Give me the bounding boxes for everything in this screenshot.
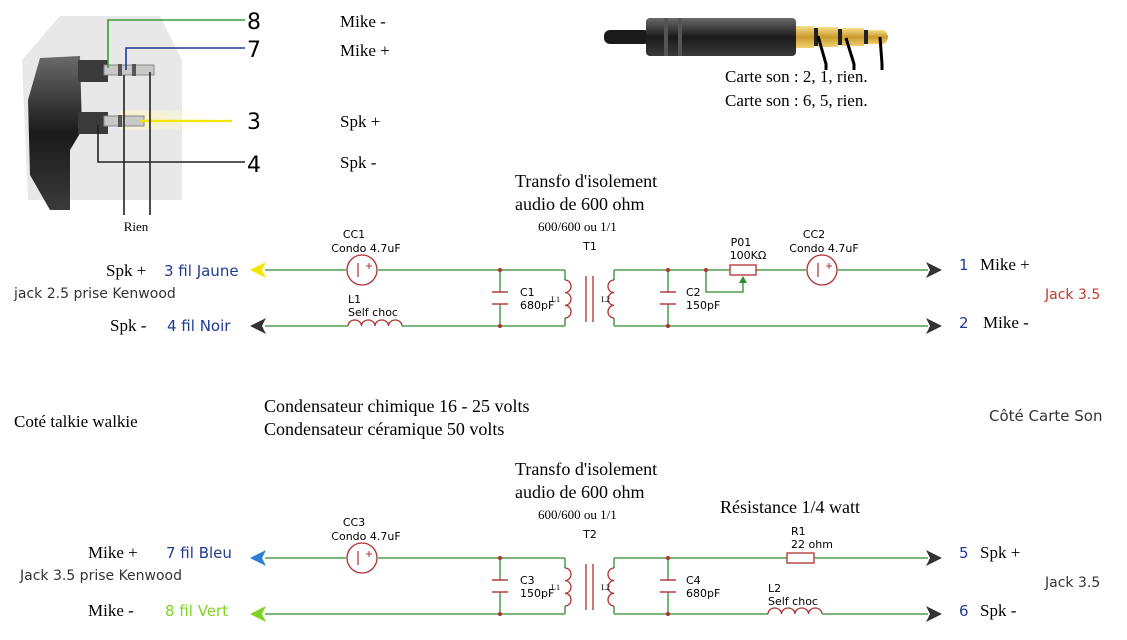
circuit1-cc-out-ref: CC2 — [803, 228, 825, 241]
circuit1-left-bottom-wire: 4 fil Noir — [167, 317, 231, 335]
pin-8-number: 8 — [247, 10, 261, 35]
note-electrolytic: Condensateur chimique 16 - 25 volts — [264, 396, 529, 416]
circuit2-c-out-value: 680pF — [686, 587, 720, 600]
circuit2-transformer-l2: L2 — [601, 583, 610, 592]
circuit2-transformer-ref: T2 — [582, 528, 597, 541]
circuit2-c-in-capacitor — [492, 579, 508, 593]
circuit1-junctions — [498, 268, 708, 328]
circuit2-left-top-arrow — [250, 550, 266, 566]
circuit1-c-out-ref: C2 — [686, 286, 701, 299]
pin-7-number: 7 — [247, 38, 261, 63]
circuit2-left-bottom-name: Mike - — [88, 601, 134, 620]
pin-unused-label: Rien — [124, 219, 149, 234]
circuit2-choke-value: Self choc — [768, 595, 818, 608]
circuit1-potentiometer — [729, 264, 757, 283]
circuit1-right-top-num: 1 — [959, 256, 969, 274]
circuit2-right-bottom-num: 6 — [959, 602, 969, 620]
circuit2-left-top-wire: 7 fil Bleu — [166, 544, 232, 562]
circuit2-title-line2: audio de 600 ohm — [515, 482, 644, 502]
circuit1-wires — [265, 269, 928, 327]
circuit2-wires — [265, 557, 928, 615]
note-ceramic: Condensateur céramique 50 volts — [264, 419, 504, 439]
circuit1-cc-out-value: Condo 4.7uF — [789, 242, 858, 255]
pin-8-label: Mike - — [340, 12, 386, 31]
circuit1-cc-capacitor — [346, 254, 378, 286]
circuit1-title-line2: audio de 600 ohm — [515, 194, 644, 214]
circuit1-right-bottom-num: 2 — [959, 314, 969, 332]
circuit2-transformer — [564, 564, 615, 610]
circuit1-choke-value: Self choc — [348, 306, 398, 319]
circuit2-c-out-ref: C4 — [686, 574, 701, 587]
circuit1-title-line1: Transfo d'isolement — [515, 171, 657, 191]
circuit1-left-bottom-arrow — [250, 318, 266, 334]
kenwood-plug-picture — [22, 16, 230, 210]
pin-4-number: 4 — [247, 153, 261, 178]
jack-mapping-line2: Carte son : 6, 5, rien. — [725, 91, 868, 110]
circuit1-choke-ref: L1 — [348, 293, 361, 306]
jack-mapping-line1: Carte son : 2, 1, rien. — [725, 67, 868, 86]
circuit1-cc-value: Condo 4.7uF — [331, 242, 400, 255]
circuit2-right-top-num: 5 — [959, 544, 969, 562]
jack-plug-picture — [604, 18, 888, 70]
circuit1-left-top-arrow — [250, 262, 266, 278]
circuit1-left-bottom-name: Spk - — [110, 316, 147, 335]
circuit1-left-connector: jack 2.5 prise Kenwood — [13, 286, 176, 302]
circuit1-c-out-capacitor — [660, 291, 676, 305]
circuit1-transformer-l2: L2 — [601, 295, 610, 304]
circuit1-c-in-value: 680pF — [520, 299, 554, 312]
circuit2-right-bottom-arrow — [926, 606, 942, 622]
circuit1-cc-out-capacitor — [806, 254, 838, 286]
circuit1-ratio: 600/600 ou 1/1 — [538, 219, 617, 234]
circuit2-right-top-arrow — [926, 550, 942, 566]
pin-3-label: Spk + — [340, 112, 380, 131]
circuit1-left-top-wire: 3 fil Jaune — [164, 262, 239, 280]
circuit2-right-connector: Jack 3.5 — [1044, 575, 1100, 591]
circuit2-right-bottom-name: Spk - — [980, 601, 1017, 620]
circuit2-choke-ref: L2 — [768, 582, 781, 595]
circuit2-cc-value: Condo 4.7uF — [331, 530, 400, 543]
circuit1-left-top-name: Spk + — [106, 261, 146, 280]
circuit2-c-out-capacitor — [660, 579, 676, 593]
circuit1-transformer — [564, 276, 615, 322]
circuit2-left-top-name: Mike + — [88, 543, 138, 562]
circuit2-c-in-ref: C3 — [520, 574, 535, 587]
side-label-left: Coté talkie walkie — [14, 412, 138, 431]
circuit2-junctions — [498, 556, 670, 616]
circuit1-c-out-value: 150pF — [686, 299, 720, 312]
circuit2-resistor-ref: R1 — [791, 525, 806, 538]
circuit2-transformer-l1: L1 — [551, 583, 560, 592]
pin-leads — [97, 19, 245, 215]
circuit2-c-in-value: 150pF — [520, 587, 554, 600]
circuit2-resistor — [786, 552, 815, 564]
circuit2-ratio: 600/600 ou 1/1 — [538, 507, 617, 522]
circuit1-right-bottom-arrow — [926, 318, 942, 334]
circuit1-transformer-l1: L1 — [551, 295, 560, 304]
circuit2-title-line1: Transfo d'isolement — [515, 459, 657, 479]
side-label-right: Côté Carte Son — [989, 407, 1102, 425]
pin-4-label: Spk - — [340, 153, 377, 172]
circuit1-right-bottom-name: Mike - — [983, 313, 1029, 332]
circuit2-resistor-note: Résistance 1/4 watt — [720, 497, 860, 517]
circuit2-cc-ref: CC3 — [343, 516, 365, 529]
circuit1-pot-value: 100KΩ — [730, 249, 767, 262]
circuit1-transformer-ref: T1 — [582, 240, 597, 253]
circuit2-cc-capacitor — [346, 542, 378, 574]
pin-7-label: Mike + — [340, 41, 390, 60]
circuit1-choke-coil — [347, 319, 403, 327]
circuit2-left-bottom-wire: 8 fil Vert — [165, 602, 228, 620]
circuit2-choke-coil — [767, 607, 823, 615]
circuit2-resistor-value: 22 ohm — [791, 538, 833, 551]
circuit2-left-bottom-arrow — [250, 606, 266, 622]
circuit2-right-top-name: Spk + — [980, 543, 1020, 562]
circuit2-left-connector: Jack 3.5 prise Kenwood — [19, 568, 182, 584]
circuit1-pot-ref: P01 — [731, 236, 752, 249]
circuit1-right-connector: Jack 3.5 — [1044, 287, 1100, 303]
circuit1-cc-ref: CC1 — [343, 228, 365, 241]
circuit1-right-top-name: Mike + — [980, 255, 1030, 274]
circuit1-right-top-arrow — [926, 262, 942, 278]
pin-3-number: 3 — [247, 110, 261, 135]
circuit1-c-in-capacitor — [492, 291, 508, 305]
circuit1-c-in-ref: C1 — [520, 286, 535, 299]
